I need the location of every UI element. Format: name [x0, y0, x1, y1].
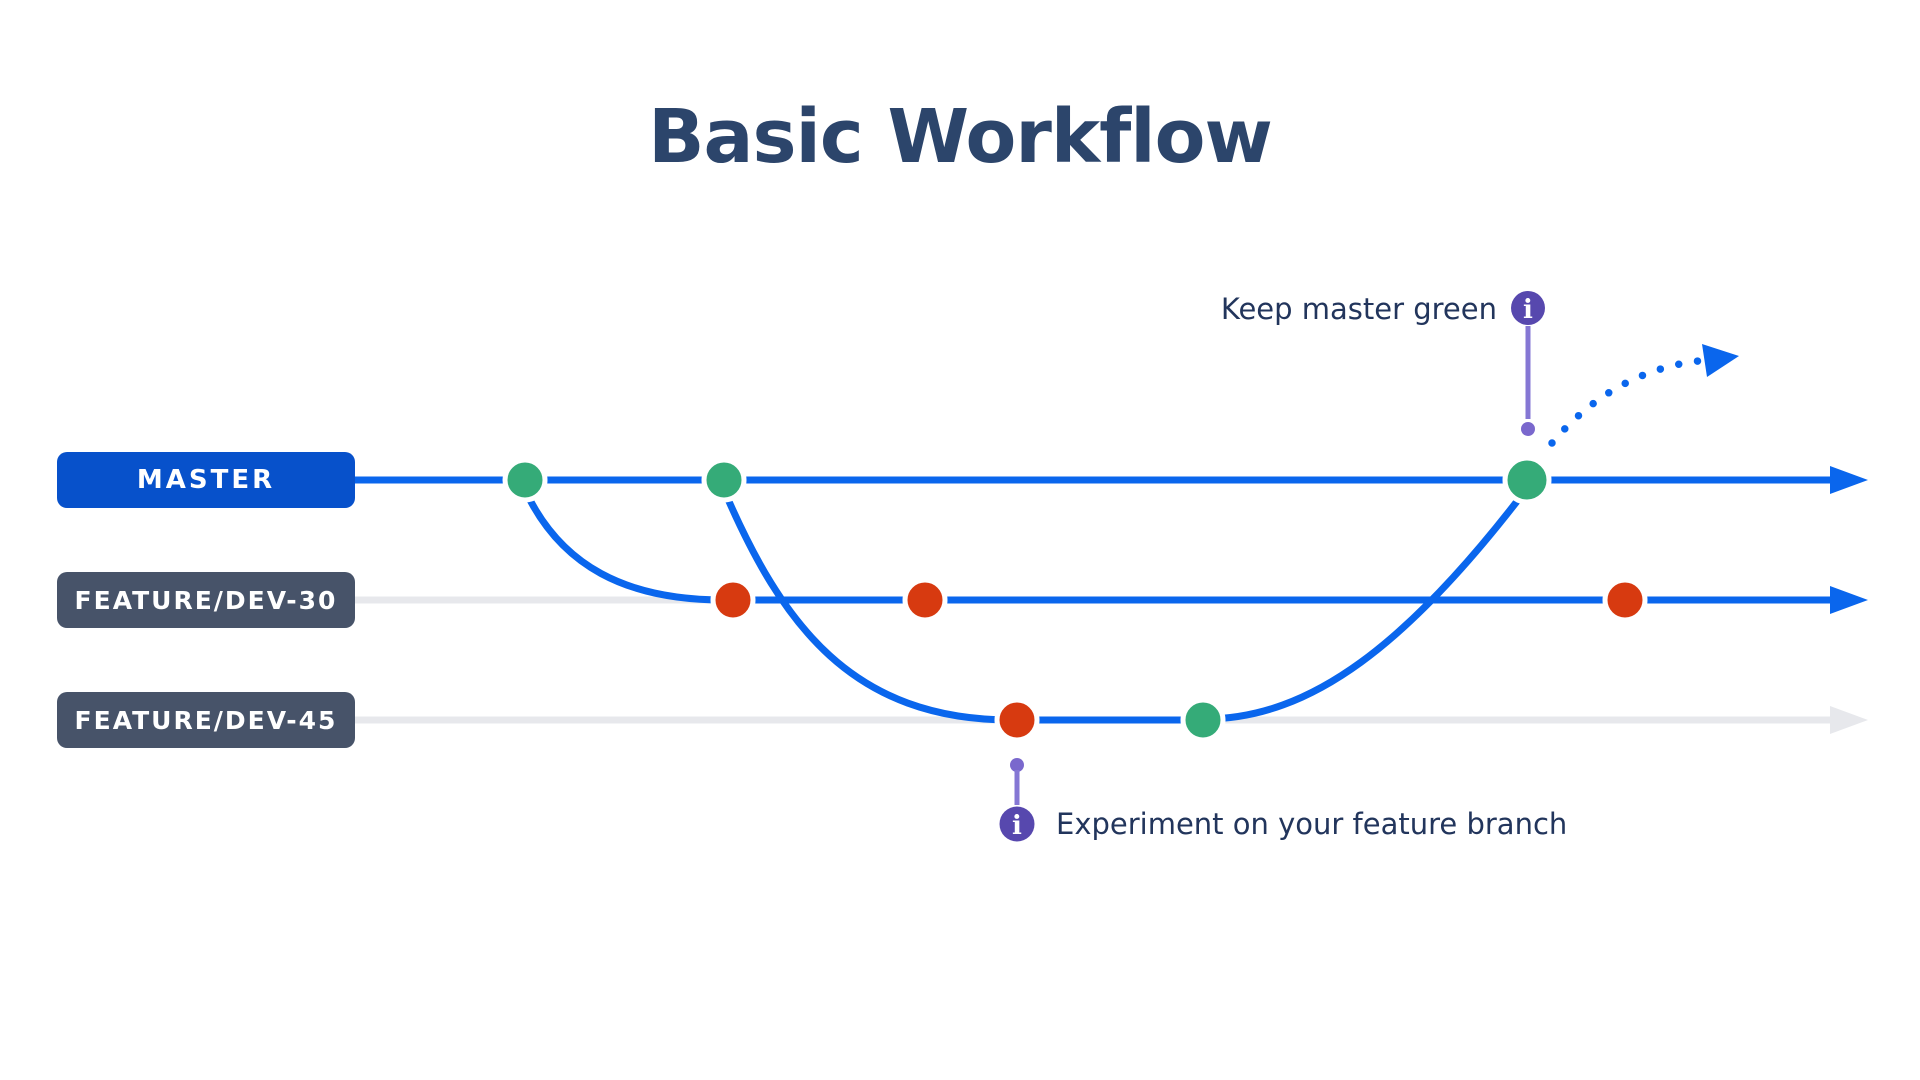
branch-badge-feature-dev-30: FEATURE/DEV-30 — [57, 572, 355, 628]
leader-dot-keep-master-green — [1521, 422, 1535, 436]
branch-badge-master: MASTER — [57, 452, 355, 508]
annotation-keep-master-green: Keep master green — [1220, 292, 1497, 326]
branch-label-master: MASTER — [136, 465, 276, 495]
info-icon — [1511, 291, 1545, 325]
commit-dot-green — [1502, 455, 1552, 505]
branch-curve-master-to-dev45 — [720, 486, 1016, 724]
info-icon-glyph: i — [1012, 811, 1022, 841]
dotted-arrowhead-icon — [1702, 344, 1739, 377]
commit-dot-red — [994, 697, 1040, 743]
dev45-arrowhead-icon — [1830, 706, 1868, 734]
dev30-arrowhead-icon — [1830, 586, 1868, 614]
commit-dot-red — [902, 577, 948, 623]
commit-dot-green — [502, 457, 548, 503]
page-title: Basic Workflow — [648, 94, 1273, 180]
leader-dot-experiment — [1010, 758, 1024, 772]
commits-layer — [502, 455, 1648, 743]
info-icon — [999, 806, 1035, 842]
branch-label-feature-dev-45: FEATURE/DEV-45 — [74, 705, 338, 735]
annotation-experiment-on-feature: Experiment on your feature branch — [1056, 807, 1568, 841]
commit-dot-green — [701, 457, 747, 503]
branch-badge-feature-dev-45: FEATURE/DEV-45 — [57, 692, 355, 748]
branch-curve-master-to-dev30 — [521, 486, 732, 604]
branch-label-feature-dev-30: FEATURE/DEV-30 — [74, 585, 338, 615]
commit-dot-red — [1602, 577, 1648, 623]
dotted-future-curve — [1548, 357, 1702, 447]
commit-dot-red — [710, 577, 756, 623]
merge-curve-dev45-to-master — [1201, 483, 1532, 723]
master-arrowhead-icon — [1830, 466, 1868, 494]
info-icon-glyph: i — [1523, 295, 1533, 325]
commit-dot-green — [1180, 697, 1226, 743]
